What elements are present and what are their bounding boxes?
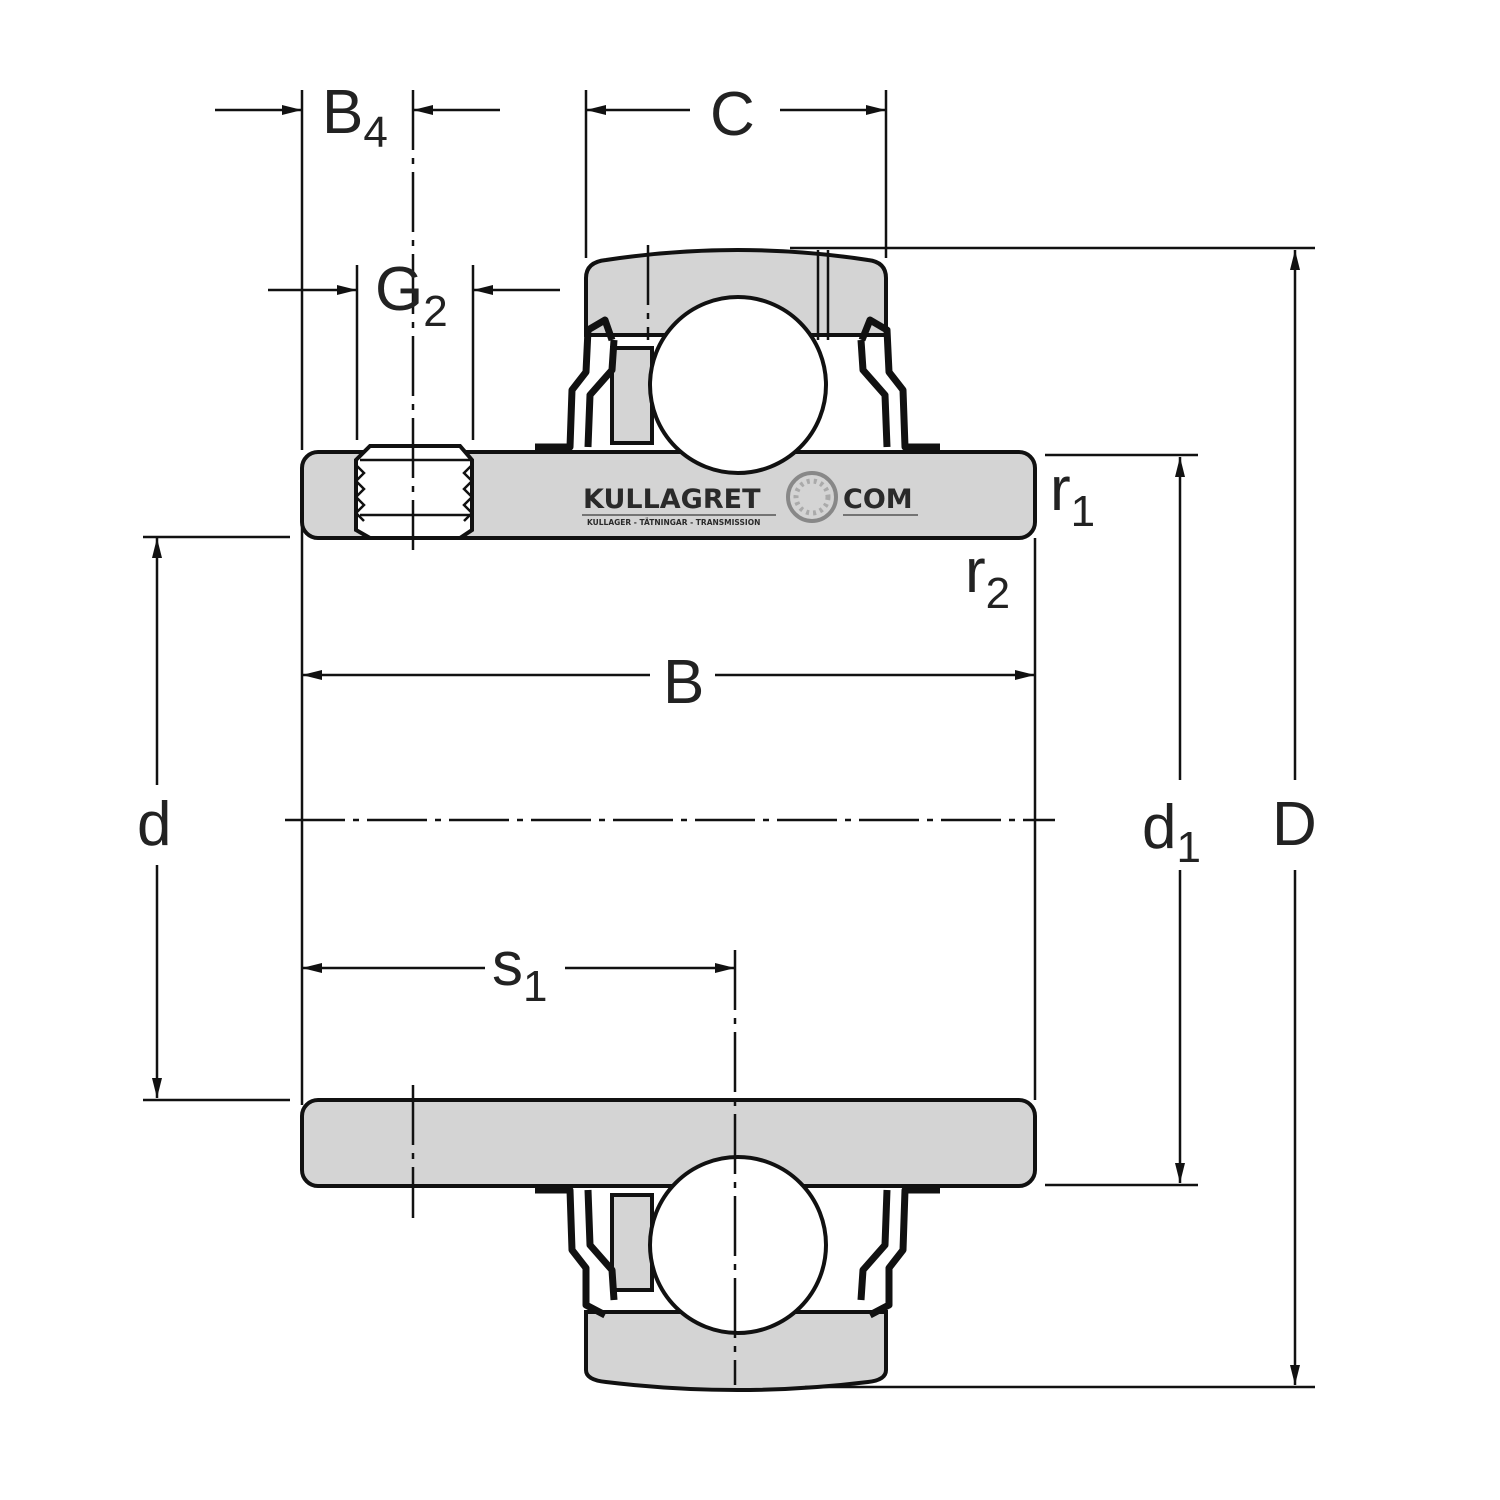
set-screw <box>354 90 474 1218</box>
inner-ring-top <box>300 450 1037 540</box>
label-d1: d1 <box>1142 793 1201 872</box>
label-d: d <box>137 790 171 859</box>
seals <box>535 316 940 1319</box>
inner-ring-bottom <box>300 1098 1037 1188</box>
svg-text:KULLAGRET: KULLAGRET <box>583 484 761 515</box>
ball-bottom <box>648 1155 828 1335</box>
extension-lines <box>143 90 1315 1389</box>
outer-ring-top <box>584 245 888 445</box>
svg-text:COM: COM <box>843 484 913 515</box>
dimension-arrows <box>152 105 1300 1385</box>
label-g2: G2 <box>375 255 448 336</box>
label-s1: s1 <box>492 930 547 1011</box>
bearing-logo-icon <box>786 471 838 523</box>
kullagret-logo: KULLAGRET KULLAGER - TÄTNINGAR - TRANSMI… <box>582 471 918 527</box>
label-b4: B4 <box>322 78 388 157</box>
label-b: B <box>663 648 704 717</box>
label-r2: r2 <box>965 537 1010 618</box>
label-c: C <box>710 80 755 149</box>
ball-top <box>648 295 828 475</box>
svg-text:KULLAGER - TÄTNINGAR - TRANSMI: KULLAGER - TÄTNINGAR - TRANSMISSION <box>587 518 760 527</box>
label-r1: r1 <box>1050 455 1095 536</box>
label-D: D <box>1272 790 1317 859</box>
